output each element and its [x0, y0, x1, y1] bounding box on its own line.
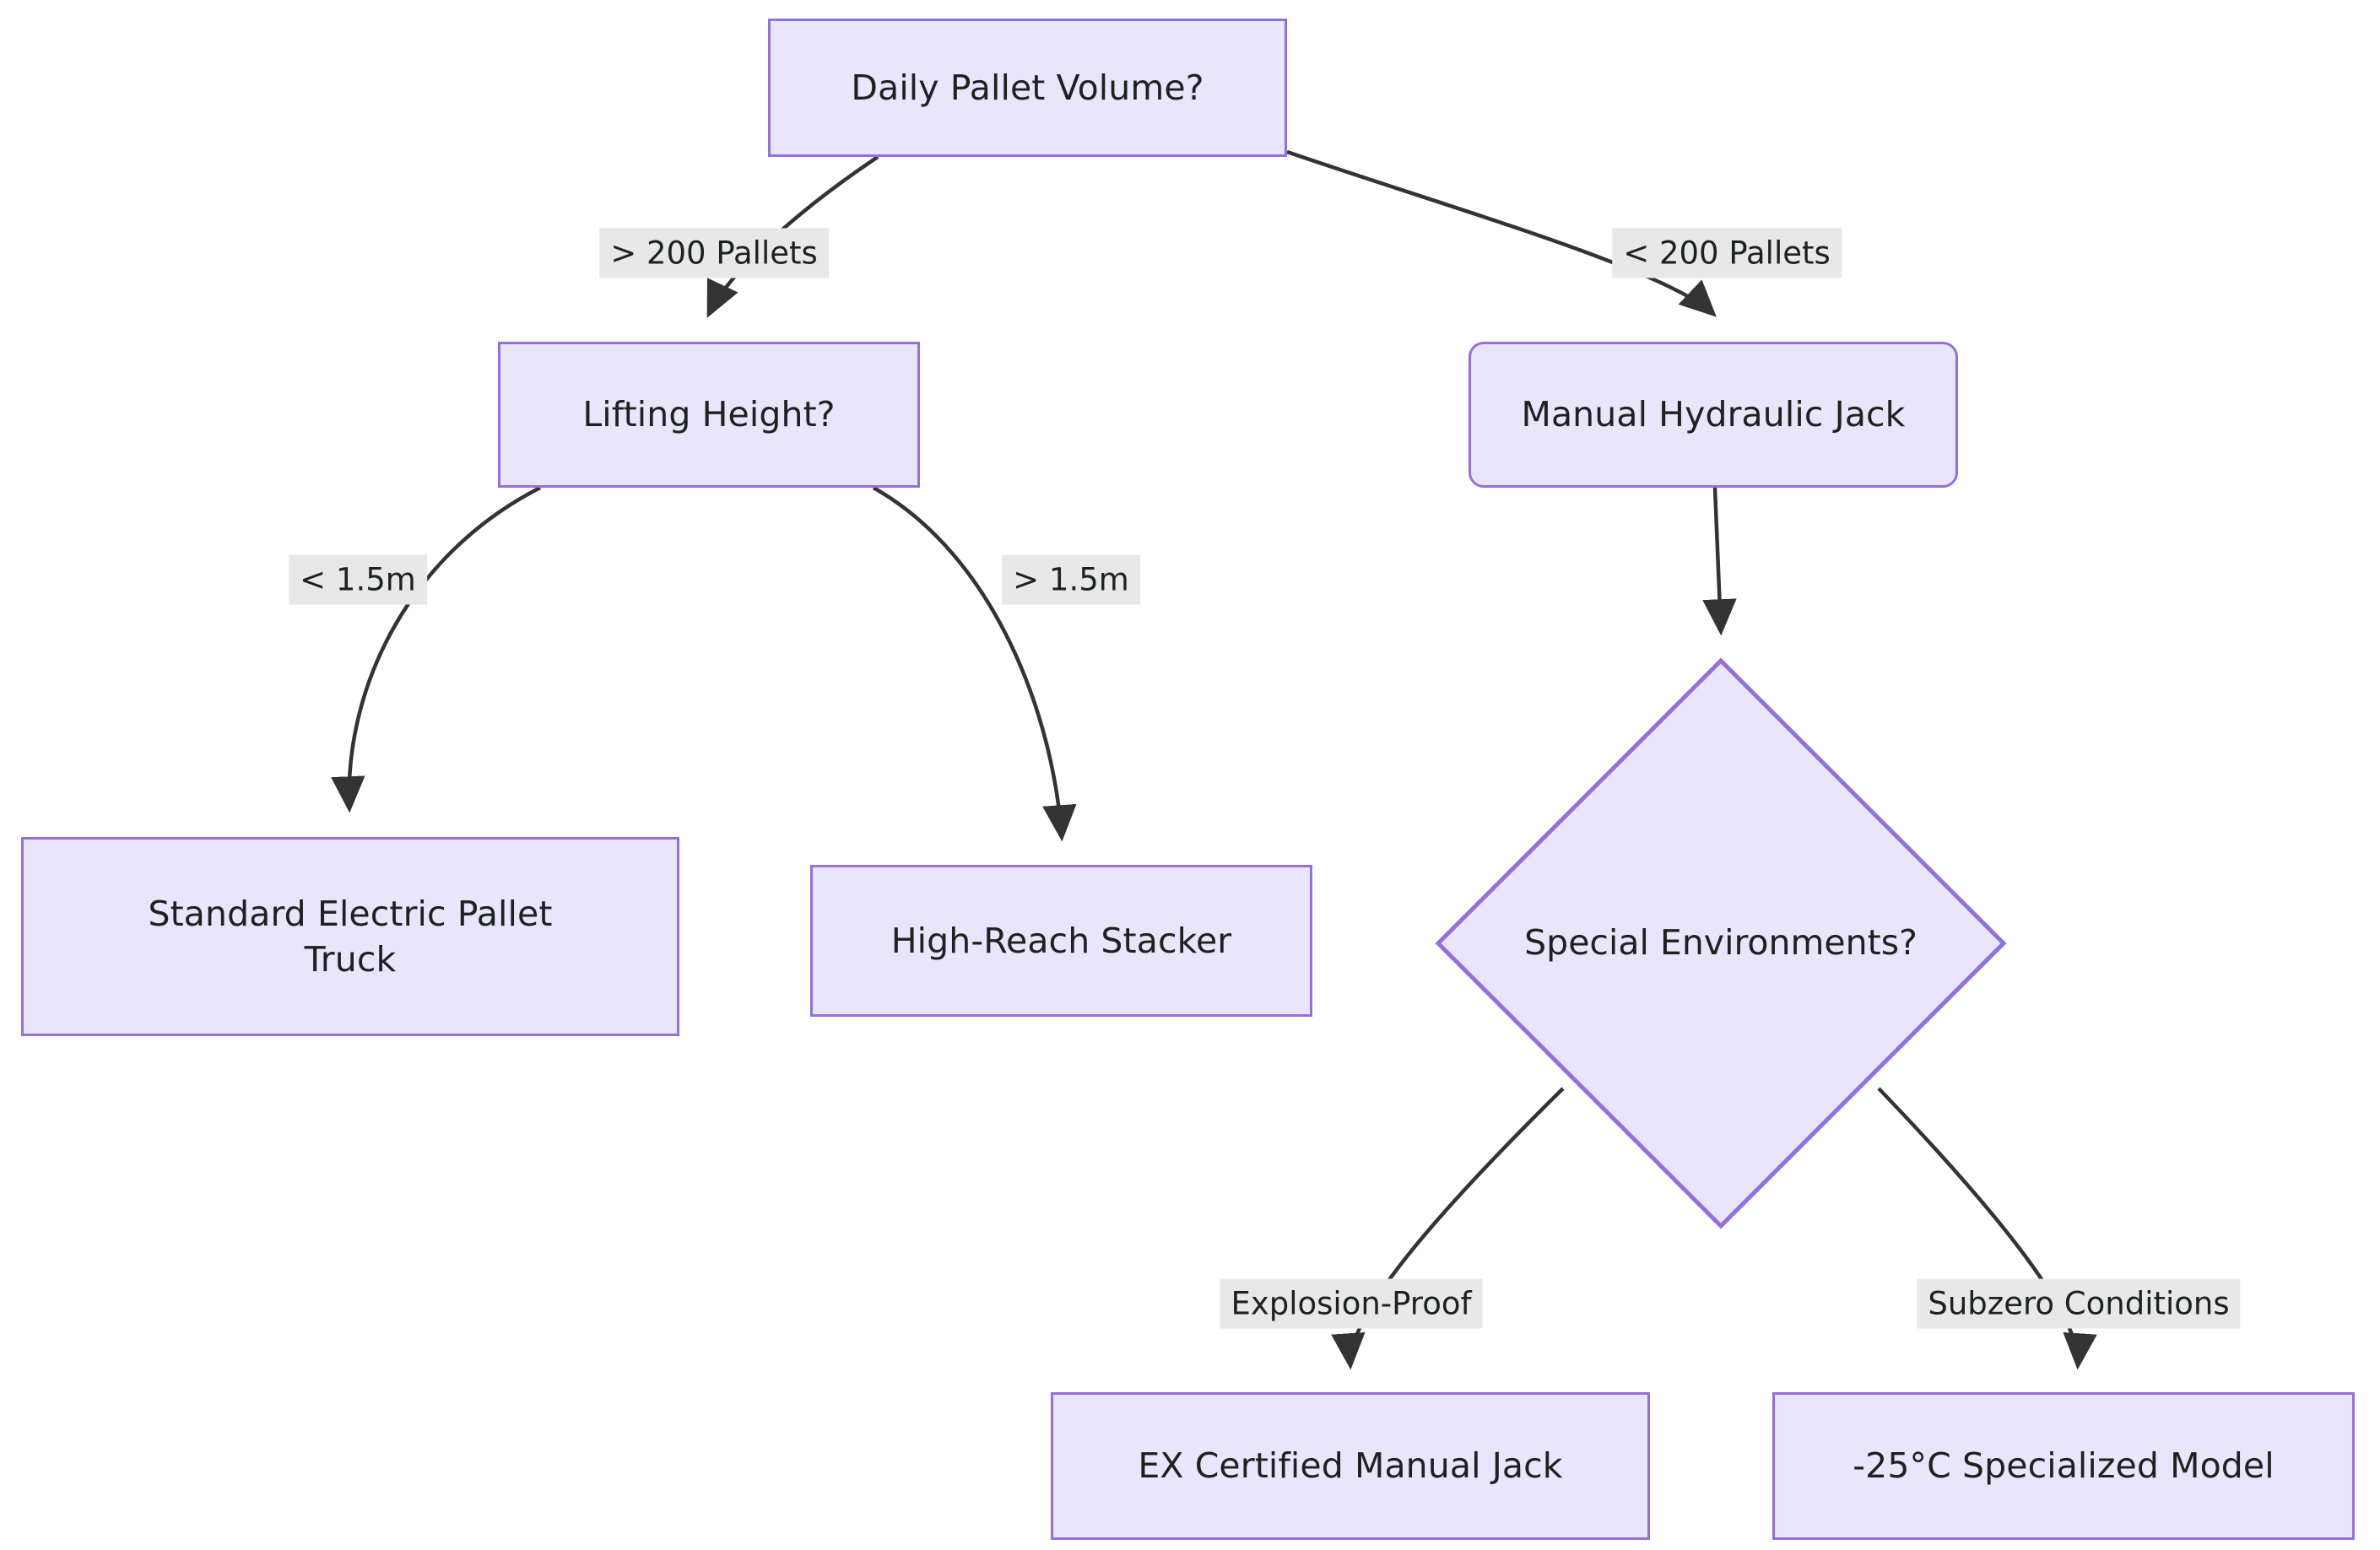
edge-label-over-200-pallets: > 200 Pallets: [599, 228, 829, 278]
node-special-environments[interactable]: Special Environments?: [1435, 657, 2007, 1229]
node-manual-hydraulic-jack-label: Manual Hydraulic Jack: [1521, 394, 1906, 435]
edge-manual-jack-to-special-environments: [1702, 487, 1737, 636]
node-lifting-height-label: Lifting Height?: [582, 394, 836, 435]
edge-label-over-1-5m: > 1.5m: [1002, 554, 1140, 605]
edge-label-subzero-conditions: Subzero Conditions: [1917, 1278, 2241, 1329]
diamond-shape: [1435, 657, 2007, 1229]
edge-lifting-height-to-high-reach-stacker: [872, 486, 1077, 842]
node-manual-hydraulic-jack[interactable]: Manual Hydraulic Jack: [1469, 342, 1958, 488]
node-high-reach-stacker[interactable]: High-Reach Stacker: [810, 865, 1312, 1017]
node-ex-certified-manual-jack[interactable]: EX Certified Manual Jack: [1051, 1392, 1650, 1540]
edge-special-environments-to-subzero-model: [1877, 1087, 2097, 1370]
edge-special-environments-to-ex-jack: [1331, 1087, 1565, 1370]
node-standard-electric-pallet-truck[interactable]: Standard Electric Pallet Truck: [21, 837, 679, 1036]
edge-label-explosion-proof: Explosion-Proof: [1220, 1278, 1483, 1329]
edge-daily-volume-to-manual-jack: [1286, 149, 1717, 317]
edge-label-under-200-pallets: < 200 Pallets: [1612, 228, 1842, 278]
node-daily-pallet-volume[interactable]: Daily Pallet Volume?: [768, 19, 1287, 157]
node-daily-pallet-volume-label: Daily Pallet Volume?: [851, 67, 1204, 108]
edge-label-under-1-5m: < 1.5m: [289, 554, 427, 605]
node-subzero-specialized-model[interactable]: -25°C Specialized Model: [1772, 1392, 2355, 1540]
node-high-reach-stacker-label: High-Reach Stacker: [890, 920, 1232, 961]
node-lifting-height[interactable]: Lifting Height?: [498, 342, 920, 488]
edge-lifting-height-to-electric-truck: [331, 485, 542, 813]
node-standard-electric-pallet-truck-label: Standard Electric Pallet Truck: [148, 893, 553, 980]
node-special-environments-label: Special Environments?: [1524, 922, 1918, 964]
node-ex-certified-manual-jack-label: EX Certified Manual Jack: [1138, 1445, 1563, 1487]
node-subzero-specialized-model-label: -25°C Specialized Model: [1853, 1445, 2275, 1487]
